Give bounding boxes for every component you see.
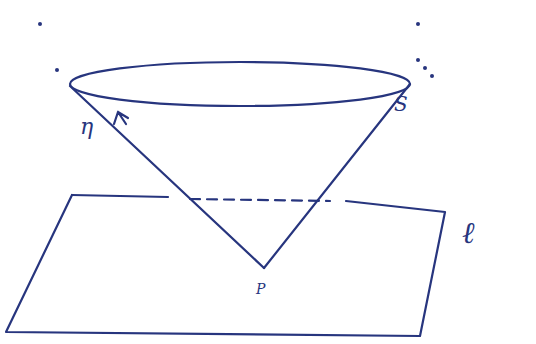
direction-label: η: [80, 116, 93, 138]
cone-edge: [264, 84, 410, 268]
arrow-head: [114, 112, 128, 124]
point-label: S: [394, 94, 408, 114]
vertex-label: P: [256, 282, 265, 296]
plane-edge-hidden: [190, 199, 330, 201]
plane-label: ℓ: [462, 218, 475, 248]
plane-edge: [72, 195, 168, 197]
cone-edge: [70, 86, 264, 268]
dots: [38, 22, 434, 78]
plane-outline: [6, 195, 445, 336]
cone-rim: [70, 62, 410, 106]
